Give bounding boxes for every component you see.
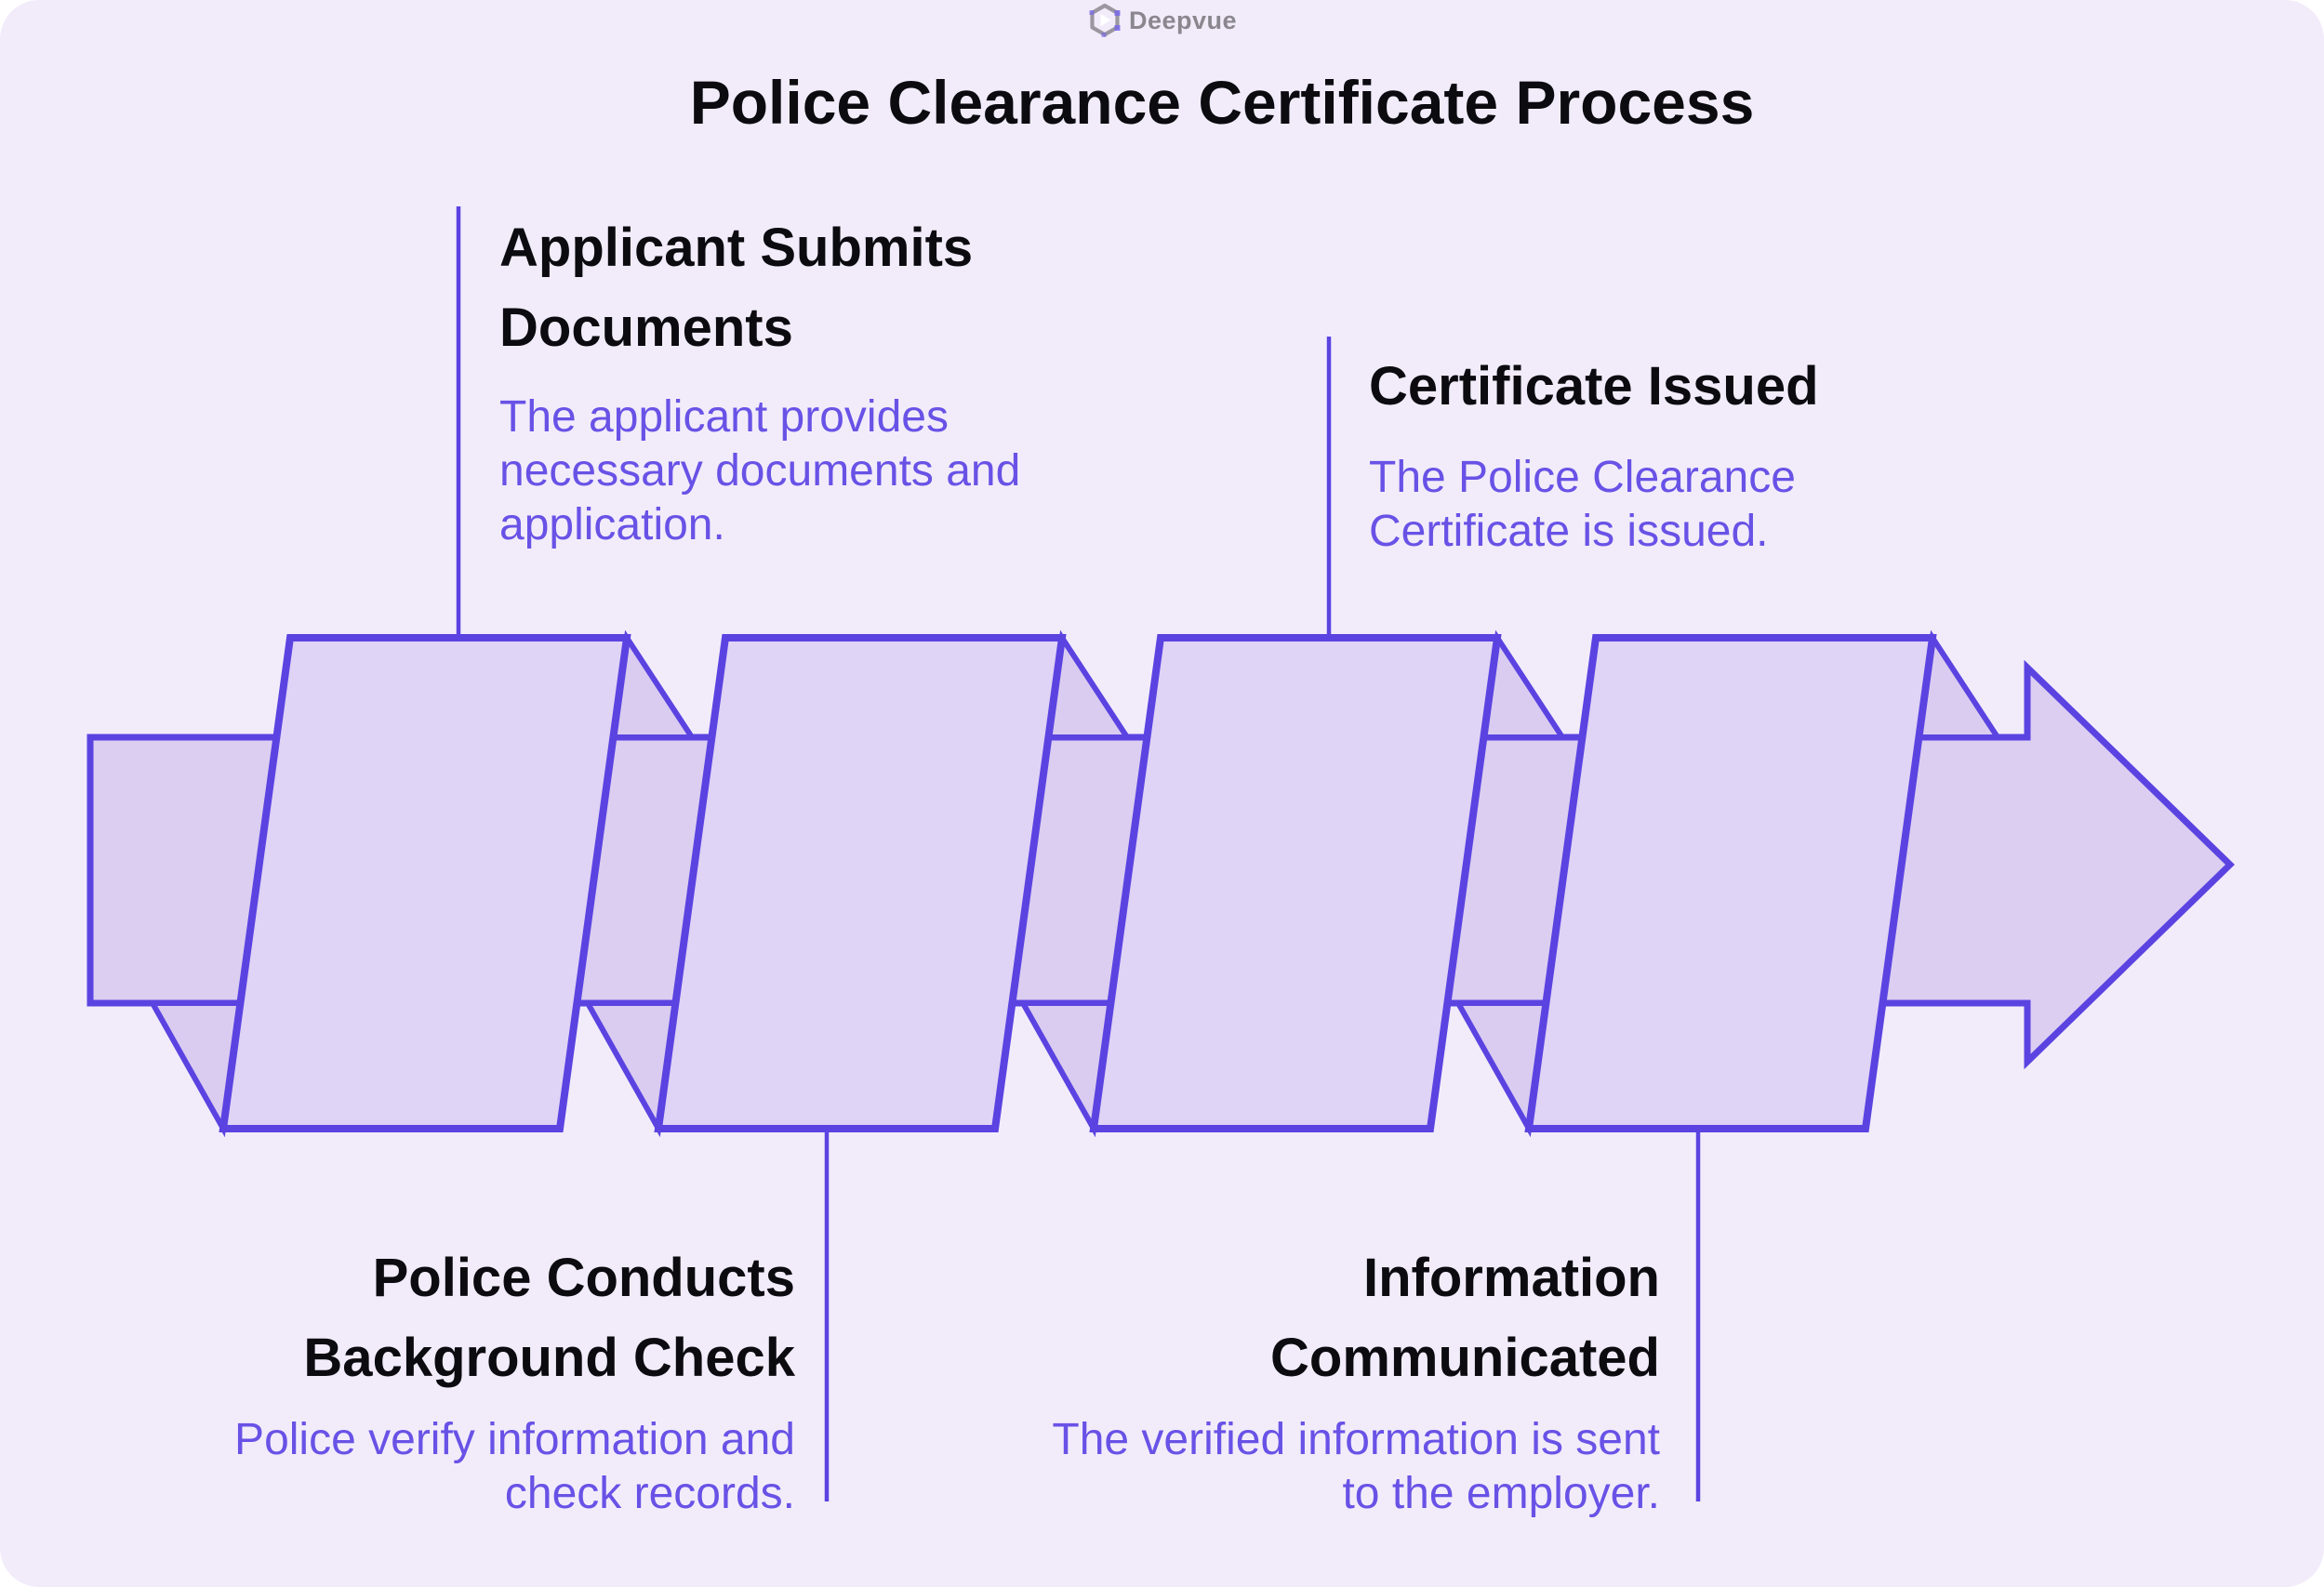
step-heading: Information Communicated: [1270, 1248, 1660, 1388]
ribbon-fold-panel-4: [1524, 634, 1937, 1132]
ribbon-fold-panel-1: [219, 634, 631, 1132]
ribbon-fold-panel-3: [1089, 634, 1502, 1132]
step-heading: Certificate Issued: [1369, 356, 1819, 417]
step-applicant-submits-documents: Applicant Submits Documents The applican…: [499, 208, 1076, 552]
step-description: The applicant provides necessary documen…: [499, 392, 1021, 549]
step-description: The verified information is sent to the …: [1052, 1415, 1660, 1518]
ribbon-fold-panel-2: [654, 634, 1067, 1132]
deepvue-brand-text: Deepvue: [1128, 6, 1238, 34]
step-description: Police verify information and check reco…: [234, 1415, 795, 1518]
step-certificate-issued: Certificate Issued The Police Clearance …: [1369, 347, 1946, 559]
step-heading: Police Conducts Background Check: [303, 1248, 795, 1388]
step-heading: Applicant Submits Documents: [499, 218, 974, 358]
deepvue-logo: Deepvue: [1087, 2, 1237, 39]
step-description: The Police Clearance Certificate is issu…: [1369, 453, 1796, 556]
step-police-conducts-background-check: Police Conducts Background Check Police …: [219, 1238, 795, 1521]
page-title: Police Clearance Certificate Process: [689, 68, 1755, 137]
step-information-communicated: Information Communicated The verified in…: [1009, 1238, 1660, 1521]
deepvue-hexagon-icon: [1088, 3, 1120, 37]
